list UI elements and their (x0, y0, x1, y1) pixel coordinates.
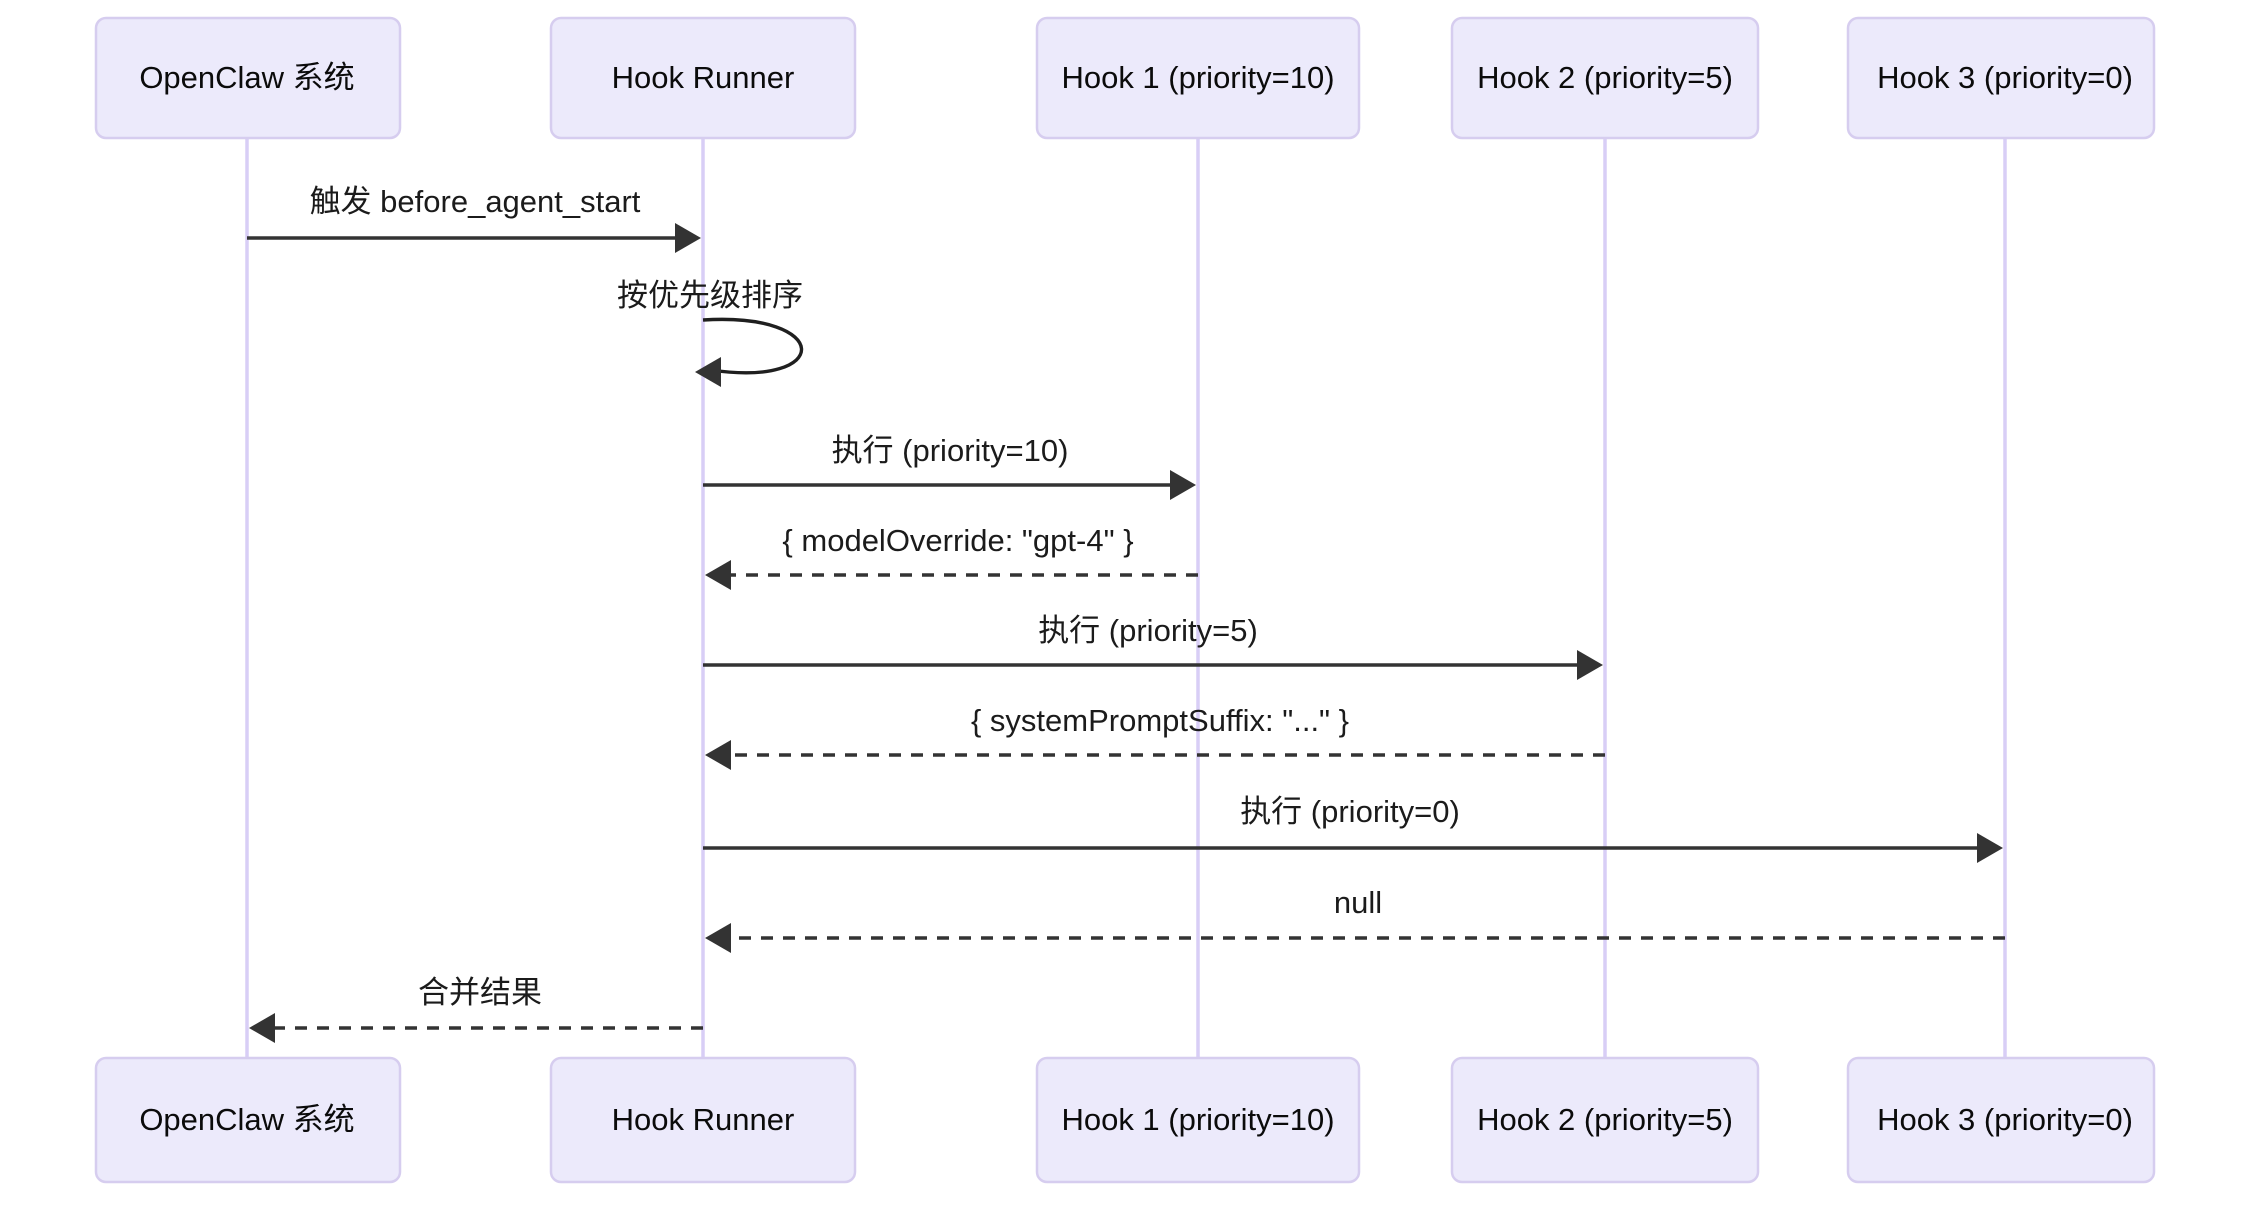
participant-label: Hook 3 (priority=0) (1877, 60, 2133, 95)
message-label: 执行 (priority=10) (832, 433, 1069, 468)
participant-label: Hook 2 (priority=5) (1477, 1102, 1733, 1137)
participant-label: Hook Runner (612, 60, 795, 95)
participant-box (1035, 16, 1361, 140)
arrow-head (705, 560, 731, 590)
arrow-head (249, 1013, 275, 1043)
message-m2[interactable]: 按优先级排序 (617, 278, 804, 387)
participant-hook2-bottom[interactable]: Hook 2 (priority=5) (1450, 1056, 1760, 1184)
message-m3[interactable]: 执行 (priority=10) (703, 433, 1196, 500)
message-m6[interactable]: { systemPromptSuffix: "..." } (705, 703, 1605, 770)
message-m5[interactable]: 执行 (priority=5) (703, 613, 1603, 680)
message-label: 触发 before_agent_start (310, 184, 641, 219)
participant-box (1450, 16, 1760, 140)
arrow-head (1977, 833, 2003, 863)
message-label: { systemPromptSuffix: "..." } (971, 703, 1349, 738)
message-label: 合并结果 (418, 975, 542, 1010)
participant-label: Hook 2 (priority=5) (1477, 60, 1733, 95)
participant-hook2-top[interactable]: Hook 2 (priority=5) (1450, 16, 1760, 140)
participant-label: OpenClaw 系统 (139, 60, 354, 95)
participant-label: Hook 1 (priority=10) (1061, 1102, 1334, 1137)
message-m7[interactable]: 执行 (priority=0) (703, 794, 2003, 863)
participant-label: OpenClaw 系统 (139, 1102, 354, 1137)
arrow-head (705, 923, 731, 953)
participant-hook3-top[interactable]: Hook 3 (priority=0) (1846, 16, 2156, 140)
participant-label: Hook 3 (priority=0) (1877, 1102, 2133, 1137)
message-m9[interactable]: 合并结果 (249, 975, 703, 1043)
message-label: 执行 (priority=5) (1038, 613, 1258, 648)
actors-top-layer: OpenClaw 系统 Hook Runner Hook 1 (priority=1… (94, 16, 2156, 140)
participant-box (1450, 1056, 1760, 1184)
participant-runner-top[interactable]: Hook Runner (549, 16, 857, 140)
participant-hook1-top[interactable]: Hook 1 (priority=10) (1035, 16, 1361, 140)
participant-hook1-bottom[interactable]: Hook 1 (priority=10) (1035, 1056, 1361, 1184)
participant-box (1035, 1056, 1361, 1184)
actors-bottom-layer: OpenClaw 系统 Hook Runner Hook 1 (priority=1… (94, 1056, 2156, 1184)
participant-hook3-bottom[interactable]: Hook 3 (priority=0) (1846, 1056, 2156, 1184)
arrow-head (1577, 650, 1603, 680)
participant-box (1846, 1056, 2156, 1184)
message-m8[interactable]: null (705, 885, 2005, 953)
self-loop-path (702, 317, 804, 375)
participant-box (549, 1056, 857, 1184)
participant-label: Hook Runner (612, 1102, 795, 1137)
arrow-head (1170, 470, 1196, 500)
participant-system-top[interactable]: OpenClaw 系统 (94, 16, 402, 140)
participant-box (1846, 16, 2156, 140)
message-label: { modelOverride: "gpt-4" } (782, 523, 1133, 558)
participant-box (94, 1056, 402, 1184)
message-label: null (1334, 885, 1382, 920)
participant-runner-bottom[interactable]: Hook Runner (549, 1056, 857, 1184)
participant-label: Hook 1 (priority=10) (1061, 60, 1334, 95)
arrow-head (695, 357, 721, 387)
message-label: 执行 (priority=0) (1240, 794, 1460, 829)
lifelines-layer (245, 138, 2007, 1058)
arrow-head (675, 223, 701, 253)
participant-system-bottom[interactable]: OpenClaw 系统 (94, 1056, 402, 1184)
participant-box (94, 16, 402, 140)
participant-box (549, 16, 857, 140)
message-label: 按优先级排序 (617, 278, 803, 313)
message-m4[interactable]: { modelOverride: "gpt-4" } (705, 523, 1198, 590)
arrow-head (705, 740, 731, 770)
message-m1[interactable]: 触发 before_agent_start (247, 184, 701, 253)
